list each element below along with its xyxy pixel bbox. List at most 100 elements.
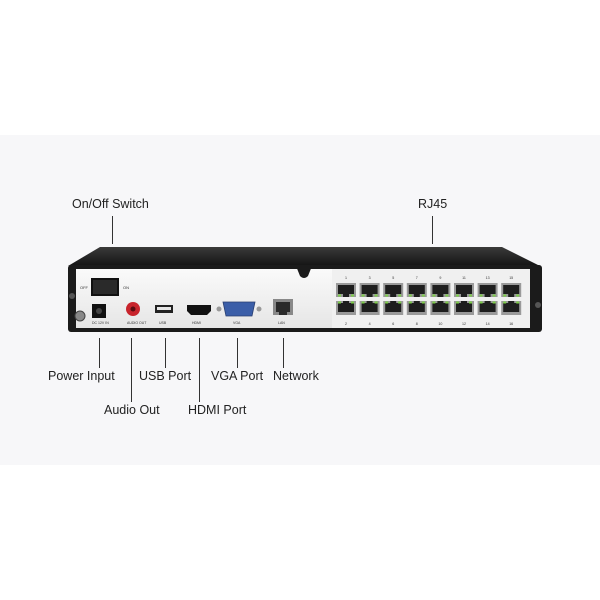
rj45-port-number: 6 xyxy=(392,322,394,326)
port-led xyxy=(398,301,402,304)
vga-screw-right xyxy=(256,306,262,312)
rj45-port-15 xyxy=(501,283,522,297)
usb-label: USB xyxy=(159,321,167,325)
chassis-notch xyxy=(296,266,312,278)
port-led xyxy=(385,301,389,304)
label-audio-out: Audio Out xyxy=(104,403,160,417)
label-hdmi-port: HDMI Port xyxy=(188,403,247,417)
rj45-port-number: 9 xyxy=(439,276,441,280)
port-led xyxy=(338,294,341,297)
switch-off-text: OFF xyxy=(80,285,89,290)
port-led xyxy=(432,301,436,304)
leader-line-audio xyxy=(131,338,132,402)
port-led xyxy=(492,301,496,304)
audio-out-hole xyxy=(130,306,136,312)
leader-line-network xyxy=(283,338,284,368)
switch-rocker xyxy=(93,280,117,294)
rj45-port-number: 3 xyxy=(369,276,371,280)
rj45-port-number: 11 xyxy=(462,276,466,280)
port-led xyxy=(421,294,425,297)
rj45-port-number: 14 xyxy=(486,322,490,326)
rj45-port-number: 13 xyxy=(486,276,490,280)
label-power-input: Power Input xyxy=(48,369,115,383)
rj45-port-9 xyxy=(430,283,451,297)
rj45-port-5 xyxy=(383,283,404,297)
leader-line-usb xyxy=(165,338,166,368)
leader-line-on-off xyxy=(112,216,113,244)
port-led xyxy=(408,301,412,304)
rj45-port-14 xyxy=(477,301,498,315)
rj45-port-12 xyxy=(454,301,474,315)
label-on-off-switch: On/Off Switch xyxy=(72,197,149,211)
rj45-port-number: 16 xyxy=(509,322,513,326)
port-led xyxy=(374,301,378,304)
rj45-panel xyxy=(332,269,530,328)
rj45-port-number: 8 xyxy=(416,322,418,326)
label-rj45: RJ45 xyxy=(418,197,448,211)
leader-line-rj45 xyxy=(432,216,433,244)
rj45-port-number: 4 xyxy=(369,322,371,326)
port-led xyxy=(421,301,425,304)
port-led xyxy=(351,294,354,297)
screw-left xyxy=(69,293,75,299)
port-led xyxy=(408,294,412,297)
lan-label: LAN xyxy=(278,321,285,325)
label-usb-port: USB Port xyxy=(139,369,192,383)
label-vga-port: VGA Port xyxy=(211,369,264,383)
port-led xyxy=(492,294,496,297)
lan-socket xyxy=(276,302,290,312)
audio-out-label: AUDIO OUT xyxy=(127,321,147,325)
usb-tongue xyxy=(157,307,171,310)
vga-screw-left xyxy=(216,306,222,312)
port-led xyxy=(503,301,507,304)
port-led xyxy=(479,301,483,304)
hdmi-port xyxy=(187,305,211,315)
rj45-port-number: 2 xyxy=(345,322,347,326)
port-led xyxy=(445,301,449,304)
rj45-port-7 xyxy=(406,283,427,297)
rj45-port-number: 1 xyxy=(345,276,347,280)
label-network: Network xyxy=(273,369,319,383)
chassis-top xyxy=(68,247,540,266)
rj45-port-16 xyxy=(501,301,522,315)
rj45-port-11 xyxy=(454,283,474,297)
rj45-port-number: 12 xyxy=(462,322,466,326)
vga-port xyxy=(222,301,256,317)
power-jack-label: DC 12V IN xyxy=(92,321,109,325)
switch-on-text: ON xyxy=(123,285,129,290)
rj45-port-number: 10 xyxy=(438,322,442,326)
lan-tab xyxy=(279,312,287,315)
leader-line-power xyxy=(99,338,100,368)
port-led xyxy=(385,294,389,297)
port-led xyxy=(503,294,507,297)
ground-screw xyxy=(74,310,86,322)
port-led xyxy=(479,294,483,297)
port-led xyxy=(432,294,436,297)
port-led xyxy=(361,294,365,297)
screw-right xyxy=(535,302,541,308)
port-led xyxy=(456,294,459,297)
leader-line-vga xyxy=(237,338,238,368)
rj45-port-number: 5 xyxy=(392,276,394,280)
rj45-port-6 xyxy=(383,301,404,315)
vga-label: VGA xyxy=(233,321,241,325)
rj45-port-4 xyxy=(359,301,380,315)
rj45-port-1 xyxy=(336,283,356,297)
port-led xyxy=(516,301,520,304)
rj45-port-number: 7 xyxy=(416,276,418,280)
rj45-port-number: 15 xyxy=(509,276,513,280)
leader-line-hdmi xyxy=(199,338,200,402)
port-led xyxy=(469,294,472,297)
port-led xyxy=(398,294,402,297)
hdmi-label: HDMI xyxy=(192,321,201,325)
power-jack-pin xyxy=(96,308,102,314)
port-led xyxy=(338,301,341,304)
rj45-port-10 xyxy=(430,301,451,315)
rj45-port-3 xyxy=(359,283,380,297)
rj45-port-8 xyxy=(406,301,427,315)
port-led xyxy=(445,294,449,297)
port-led xyxy=(374,294,378,297)
port-led xyxy=(456,301,459,304)
